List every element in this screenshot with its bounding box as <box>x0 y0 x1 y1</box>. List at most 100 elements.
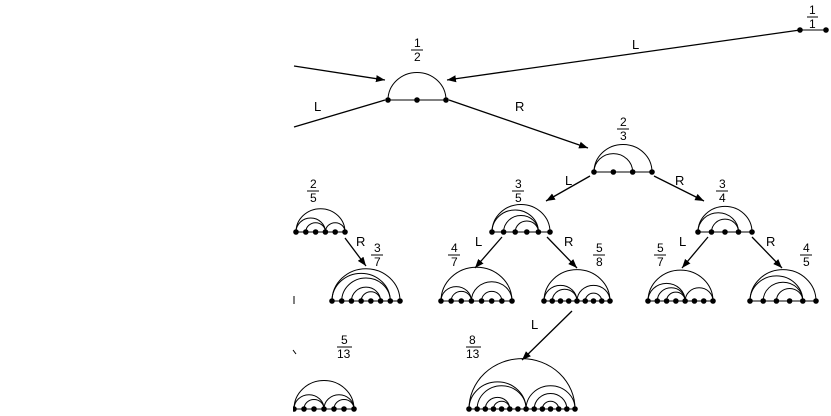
vertex-dot <box>377 298 384 304</box>
edge-1-2-to-offscreen <box>293 99 386 128</box>
arc <box>468 358 576 410</box>
arc <box>387 72 447 101</box>
vertex-dot <box>448 298 454 304</box>
vertex-dot <box>387 298 394 304</box>
fraction-2-5: 2 5 <box>307 177 319 205</box>
vertex-dot <box>311 406 317 412</box>
arc <box>514 220 539 233</box>
tree-edges <box>293 29 801 361</box>
fraction-1-2: 1 2 <box>411 36 423 64</box>
edge-label-5-8-left: L <box>531 317 538 332</box>
arc <box>525 385 576 410</box>
arc <box>711 218 739 233</box>
vertex-dot <box>348 298 355 304</box>
fraction-denominator: 13 <box>466 347 480 361</box>
arc <box>295 208 346 233</box>
fraction-numerator: 4 <box>451 241 458 255</box>
arc <box>305 222 326 233</box>
fraction-denominator: 1 <box>809 17 816 31</box>
vertex-dot <box>523 406 529 412</box>
fraction-denominator: 5 <box>803 255 810 269</box>
arc <box>593 153 634 173</box>
vertex-dot <box>332 229 339 235</box>
arc-diagram-5-8 <box>541 269 613 304</box>
arc <box>341 277 391 302</box>
vertex-dot <box>673 298 679 304</box>
arc <box>350 286 382 302</box>
arc-diagram-5-7 <box>645 269 716 304</box>
vertex-dot <box>645 298 651 304</box>
vertex-dot <box>773 298 780 304</box>
vertex-dot <box>474 406 480 412</box>
edge-label-1-2-right: R <box>515 99 524 114</box>
vertex-dot <box>322 229 329 235</box>
arc <box>324 222 346 233</box>
vertex-dot <box>488 298 495 304</box>
arc <box>481 290 503 302</box>
edge-3-5-to-4-7 <box>474 236 503 269</box>
arc <box>551 288 578 302</box>
vertex-dot <box>797 27 803 33</box>
vertex-dot <box>397 298 403 304</box>
vertex-dot <box>506 406 513 412</box>
arc-diagram-4-5 <box>747 269 819 304</box>
arc <box>440 286 472 302</box>
fraction-4-7: 4 7 <box>448 241 460 269</box>
arc <box>775 287 804 302</box>
fraction-numerator: 5 <box>341 333 348 347</box>
vertex-dot <box>591 169 597 175</box>
fraction-labels: 1 1 1 2 2 3 2 5 3 5 3 4 3 <box>307 3 818 361</box>
vertex-dot <box>341 406 347 412</box>
fraction-numerator: 2 <box>620 115 627 129</box>
edge-label-3-4-right: R <box>766 234 775 249</box>
vertex-dot <box>708 229 715 235</box>
fraction-numerator: 4 <box>803 241 810 255</box>
edge-2-3-to-3-5 <box>545 175 591 202</box>
vertex-dot <box>813 298 819 304</box>
vertex-dot <box>331 406 337 412</box>
edge-2-5-to-3-7 <box>344 237 367 267</box>
fraction-4-5: 4 5 <box>800 241 812 269</box>
vertex-dot <box>358 298 364 304</box>
edge-3-4-to-4-5 <box>751 236 783 269</box>
arc-diagram-3-4 <box>695 205 755 235</box>
fraction-denominator: 7 <box>451 255 458 269</box>
edge-5-8-to-8-13 <box>521 310 573 361</box>
arc <box>684 287 714 302</box>
arc-diagram-4-7 <box>438 266 515 304</box>
vertex-dot <box>555 406 562 412</box>
vertex-dot <box>547 406 554 412</box>
vertex-dot <box>760 298 766 304</box>
arc <box>503 214 539 233</box>
vertex-dot <box>598 298 605 304</box>
arc-diagram-1-1 <box>797 27 829 33</box>
vertex-dot <box>293 229 299 235</box>
cropped-fragments <box>292 296 297 355</box>
vertex-dot <box>338 298 345 304</box>
vertex-dot <box>385 97 391 103</box>
edge-label-3-5-left: L <box>475 234 482 249</box>
arc <box>295 217 326 233</box>
fraction-8-13: 8 13 <box>466 333 481 361</box>
arc <box>323 394 355 410</box>
arc <box>749 275 804 302</box>
fraction-numerator: 1 <box>809 3 816 17</box>
fraction-5-7: 5 7 <box>654 241 666 269</box>
vertex-dot <box>800 298 806 304</box>
vertex-dot <box>629 169 636 175</box>
edge-3-5-to-5-8 <box>546 236 578 269</box>
fraction-3-4: 3 4 <box>716 177 728 205</box>
vertex-dot <box>590 298 597 304</box>
arc <box>476 385 527 410</box>
arc <box>303 399 325 410</box>
arc-diagram-1-2 <box>385 72 449 103</box>
vertex-dot <box>368 298 374 304</box>
arc <box>762 281 804 302</box>
vertex-dot <box>747 298 753 304</box>
vertex-dot <box>482 406 489 412</box>
edge-1-2-to-2-3 <box>448 99 589 149</box>
vertex-dot <box>351 406 357 412</box>
vertex-dot <box>414 97 420 103</box>
vertex-dot <box>722 229 728 235</box>
left-crop-mask <box>0 0 293 416</box>
